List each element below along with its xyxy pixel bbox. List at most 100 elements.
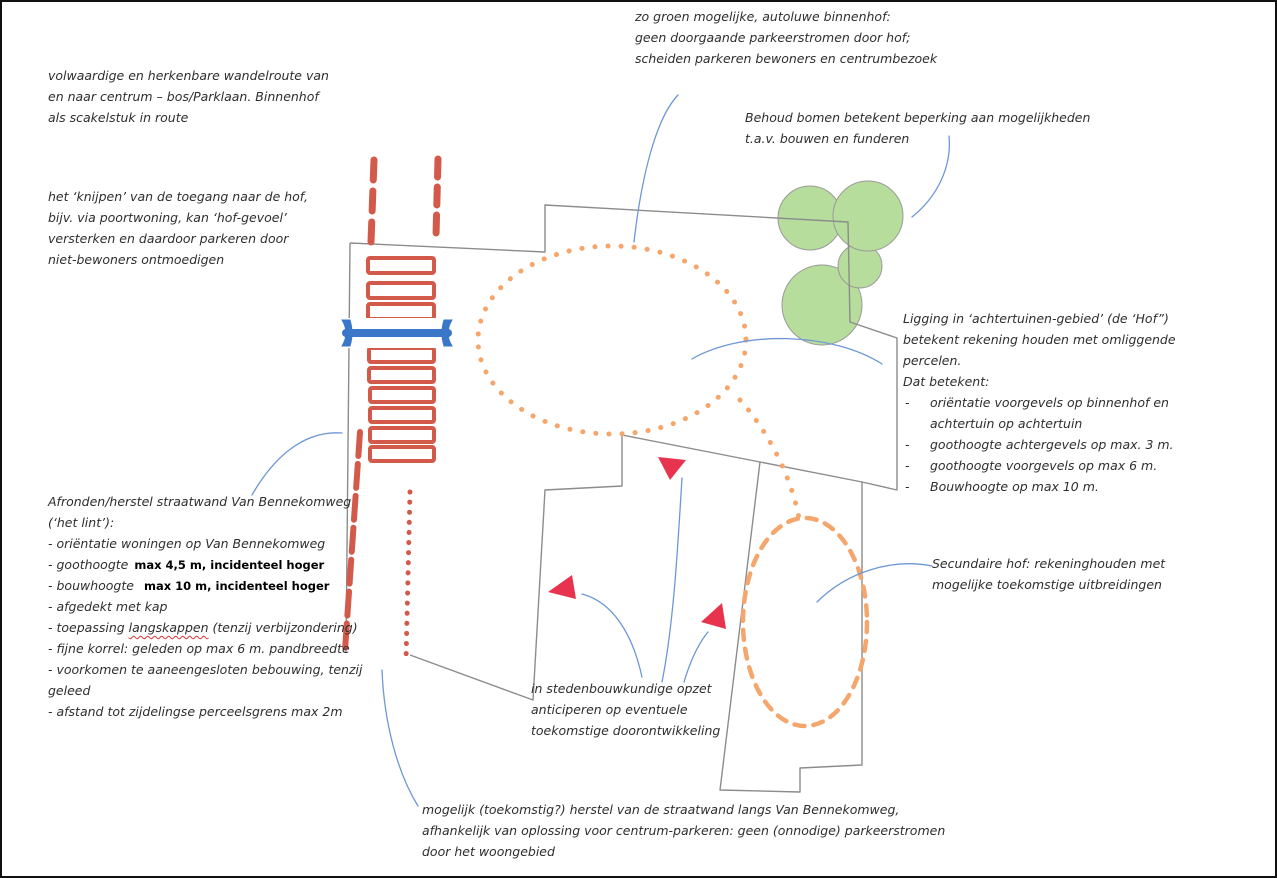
development-markers [548, 457, 726, 629]
list-item: achtertuin op achtertuin [903, 414, 1176, 435]
note-line: t.a.v. bouwen en funderen [745, 131, 910, 146]
langskappen-word: langskappen [128, 620, 209, 635]
leader-binnenhof [633, 94, 679, 243]
leader-straatwand [381, 669, 419, 807]
frontage-block [366, 302, 436, 321]
note-line: Ligging in ‘achtertuinen-gebied’ (de ‘Ho… [903, 311, 1169, 326]
note-straatwand: mogelijk (toekomstig?) herstel van de st… [422, 799, 945, 862]
note-line: door het woongebied [422, 844, 555, 859]
note-line: Secundaire hof: rekeninghouden met [932, 556, 1166, 571]
gate-end-east [441, 319, 453, 347]
note-line: (‘het lint’): [48, 515, 115, 530]
list-bullet: - [905, 458, 910, 473]
note-lint: Afronden/herstel straatwand Van Bennekom… [48, 492, 362, 723]
note-binnenhof: zo groen mogelijke, autoluwe binnenhof: … [635, 6, 937, 69]
note-line: - oriëntatie woningen op Van Bennekomweg [48, 536, 326, 551]
leader-doorontwikkeling [661, 477, 683, 683]
list-item: - oriëntatie voorgevels op binnenhof en [903, 393, 1176, 414]
list-item: - Bouwhoogte op max 10 m. [903, 477, 1176, 498]
frontage-block [368, 445, 436, 463]
note-line: als scakelstuk in route [48, 110, 189, 125]
list-bullet: - [905, 479, 910, 494]
note-line: het ‘knijpen’ van de toegang naar de hof… [48, 189, 308, 204]
frontage-block [367, 366, 436, 384]
leader-doorontwikkeling [581, 593, 643, 678]
note-line: percelen. [903, 353, 962, 368]
note-line: en naar centrum – bos/Parklaan. Binnenho… [48, 89, 319, 104]
note-line: mogelijke toekomstige uitbreidingen [932, 577, 1162, 592]
route-south-dashes [342, 429, 363, 653]
note-line: betekent rekening houden met omliggende [903, 332, 1176, 347]
note-line: in stedenbouwkundige opzet [531, 681, 712, 696]
frontage-block [368, 386, 436, 404]
binnenhof-dotted-outline [475, 243, 749, 437]
existing-trees [777, 180, 904, 346]
route-north-east-dashes [432, 155, 442, 240]
marker-triangle [701, 603, 726, 629]
list-item-text: Bouwhoogte op max 10 m. [930, 479, 1099, 494]
list-bullet: - [905, 437, 910, 452]
leader-lint [251, 432, 343, 496]
note-line: volwaardige en herkenbare wandelroute va… [48, 68, 329, 83]
goothoogte-label: - goothoogte [48, 557, 129, 572]
bouwhoogte-value: max 10 m, incidenteel hoger [143, 579, 330, 593]
annotation-leaders [251, 94, 951, 807]
list-item: - goothoogte voorgevels op max 6 m. [903, 456, 1176, 477]
frontage-block [367, 346, 436, 364]
frontage-block [368, 406, 436, 424]
note-line: Afronden/herstel straatwand Van Bennekom… [48, 494, 352, 509]
plot-outline [349, 204, 898, 793]
note-line: geen doorgaande parkeerstromen door hof; [635, 30, 911, 45]
note-line: geleed [48, 683, 91, 698]
note-wandelroute: volwaardige en herkenbare wandelroute va… [48, 65, 329, 128]
note-line: - goothoogte max 4,5 m, incidenteel hoger [48, 555, 362, 576]
note-line: - fijne korrel: geleden op max 6 m. pand… [48, 641, 350, 656]
note-line: - afstand tot zijdelingse perceelsgrens … [48, 704, 343, 719]
note-knijpen: het ‘knijpen’ van de toegang naar de hof… [48, 186, 308, 270]
secondary-hof-dashed-outline [740, 515, 870, 729]
note-line: niet-bewoners ontmoedigen [48, 252, 225, 267]
list-item: - goothoogte achtergevels op max. 3 m. [903, 435, 1176, 456]
leader-ligging [691, 337, 883, 365]
note-line: Behoud bomen betekent beperking aan moge… [745, 110, 1091, 125]
route-south-dots [403, 489, 413, 663]
list-item-text: achtertuin op achtertuin [930, 416, 1083, 431]
note-doorontwikkeling: in stedenbouwkundige opzet anticiperen o… [531, 678, 720, 741]
frontage-block [368, 426, 436, 444]
list-bullet: - [905, 395, 910, 410]
note-line: - afgedekt met kap [48, 599, 168, 614]
marker-triangle [548, 575, 576, 599]
plot-yard-edge [759, 461, 863, 483]
gate-end-west [341, 319, 353, 347]
frontage-block [366, 256, 436, 275]
tree-south [781, 264, 863, 346]
list-item-text: goothoogte voorgevels op max 6 m. [930, 458, 1158, 473]
note-bomen: Behoud bomen betekent beperking aan moge… [745, 107, 1090, 149]
langskappen-suffix: (tenzij verbijzondering) [208, 620, 358, 635]
note-line: mogelijk (toekomstig?) herstel van de st… [422, 802, 900, 817]
note-line: - voorkomen te aaneengesloten bebouwing,… [48, 662, 363, 677]
note-line: scheiden parkeren bewoners en centrumbez… [635, 51, 938, 66]
leader-secundaire-hof [816, 563, 933, 603]
goothoogte-value: max 4,5 m, incidenteel hoger [134, 558, 325, 572]
note-line: anticiperen op eventuele [531, 702, 688, 717]
note-ligging: Ligging in ‘achtertuinen-gebied’ (de ‘Ho… [903, 309, 1176, 498]
hof-connection-path [737, 397, 803, 527]
list-item-text: goothoogte achtergevels op max. 3 m. [930, 437, 1174, 452]
list-item-text: oriëntatie voorgevels op binnenhof en [930, 395, 1169, 410]
access-pinch-marker [338, 318, 458, 348]
tree-northeast [832, 180, 904, 252]
leader-doorontwikkeling [683, 631, 709, 683]
route-north-west-dashes [367, 156, 378, 246]
note-line: Dat betekent: [903, 374, 990, 389]
frontage-block [366, 281, 436, 300]
note-line: versterken en daardoor parkeren door [48, 231, 289, 246]
note-line: afhankelijk van oplossing voor centrum-p… [422, 823, 946, 838]
marker-triangle [658, 457, 686, 480]
note-line: zo groen mogelijke, autoluwe binnenhof: [635, 9, 891, 24]
leader-bomen [911, 135, 951, 218]
note-secundaire-hof: Secundaire hof: rekeninghouden met mogel… [932, 553, 1165, 595]
